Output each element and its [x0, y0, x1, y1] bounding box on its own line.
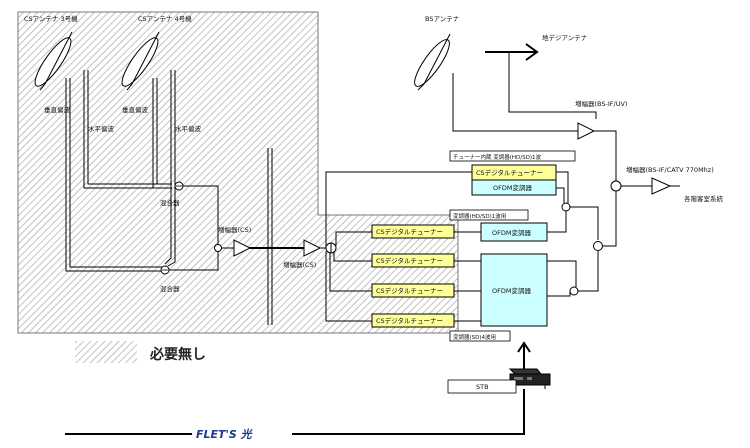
cs-tuner-2: CSデジタルチューナー — [371, 253, 455, 268]
tuner-internal-cs-label: CSデジタルチューナー — [476, 168, 543, 177]
mixer-1-label: 混合器 — [160, 198, 180, 207]
amp-cs-2-icon — [303, 239, 322, 257]
tuner-internal-unit: CSデジタルチューナー OFDM変調器 — [471, 164, 557, 196]
amp-cs-1-label: 増幅器(CS) — [218, 225, 251, 234]
amp-bs-if-uv-label: 増幅器(BS-IF/UV) — [575, 99, 627, 108]
terrestrial-antenna-label: 地デジアンテナ — [542, 33, 587, 42]
tuner-internal-modulator-label: チューナー内蔵 変調器(HD/SD)1波 — [453, 153, 541, 161]
cs-antenna-4-label: CSアンテナ 4号機 — [138, 14, 192, 23]
modulator-hdsd-1wave-label: 変調器(HD/SD)1波用 — [453, 212, 506, 220]
stb-device-icon — [508, 368, 551, 389]
cs-antenna-4-dish-icon — [121, 31, 160, 91]
terrestrial-antenna-icon — [485, 43, 539, 61]
cs-tuner-4-label: CSデジタルチューナー — [376, 316, 443, 325]
cs-antenna-wiring — [65, 70, 176, 272]
cs-tuner-1: CSデジタルチューナー — [371, 224, 455, 239]
ofdm-modulator-4wave: OFDM変調器 — [480, 253, 548, 327]
splitter-fanout — [325, 171, 472, 322]
cs-tuner-2-label: CSデジタルチューナー — [376, 256, 443, 265]
cs-tuner-3-label: CSデジタルチューナー — [376, 286, 443, 295]
flets-logo: FLET'S 光 — [196, 428, 254, 441]
horizontal-pol-1-label: 水平偏波 — [88, 124, 115, 133]
vertical-pol-2-label: 垂直偏波 — [122, 105, 149, 114]
cs-tuner-1-label: CSデジタルチューナー — [376, 227, 443, 236]
ofdm-modulator-4wave-label: OFDM変調器 — [492, 286, 531, 295]
mixer-2-icon — [160, 265, 170, 275]
ofdm-modulator-1: OFDM変調器 — [480, 222, 548, 242]
amp-bs-if-catv-label: 増幅器(BS-IF/CATV 770Mhz) — [626, 165, 714, 174]
guest-rooms-label: 各階客室系統 — [684, 194, 724, 203]
cs-tuner-4: CSデジタルチューナー — [371, 313, 455, 328]
vertical-pol-1-label: 垂直偏波 — [44, 105, 71, 114]
mixer-1-icon — [174, 181, 184, 191]
amp-cs-1-input-node — [214, 244, 222, 252]
stb-up-arrow-icon — [517, 341, 531, 369]
modulator-sd-4wave-label: 変調器(SD)4波用 — [453, 333, 496, 341]
amp-bs-if-catv-icon — [651, 177, 672, 195]
amp-cs-2-label: 増幅器(CS) — [283, 260, 316, 269]
ofdm-modulator-1-label: OFDM変調器 — [492, 228, 531, 237]
bs-antenna-dish-icon — [414, 33, 451, 91]
cs-tuner-3: CSデジタルチューナー — [371, 283, 455, 298]
tuner-internal-ofdm-label: OFDM変調器 — [493, 183, 532, 192]
mixer-2-label: 混合器 — [160, 284, 180, 293]
final-combiner-icon — [610, 180, 622, 192]
legend-not-required-label: 必要無し — [149, 346, 206, 363]
bs-antenna-label: BSアンテナ — [425, 15, 459, 23]
horizontal-pol-2-label: 水平偏波 — [175, 124, 202, 133]
combiner-network — [547, 171, 617, 297]
amp-bs-if-uv-icon — [577, 122, 596, 140]
legend-hatch-swatch — [75, 341, 137, 363]
cs-antenna-3-label: CSアンテナ 3号機 — [24, 14, 78, 23]
cs-antenna-3-dish-icon — [34, 31, 73, 91]
stb-label: STB — [476, 383, 489, 391]
